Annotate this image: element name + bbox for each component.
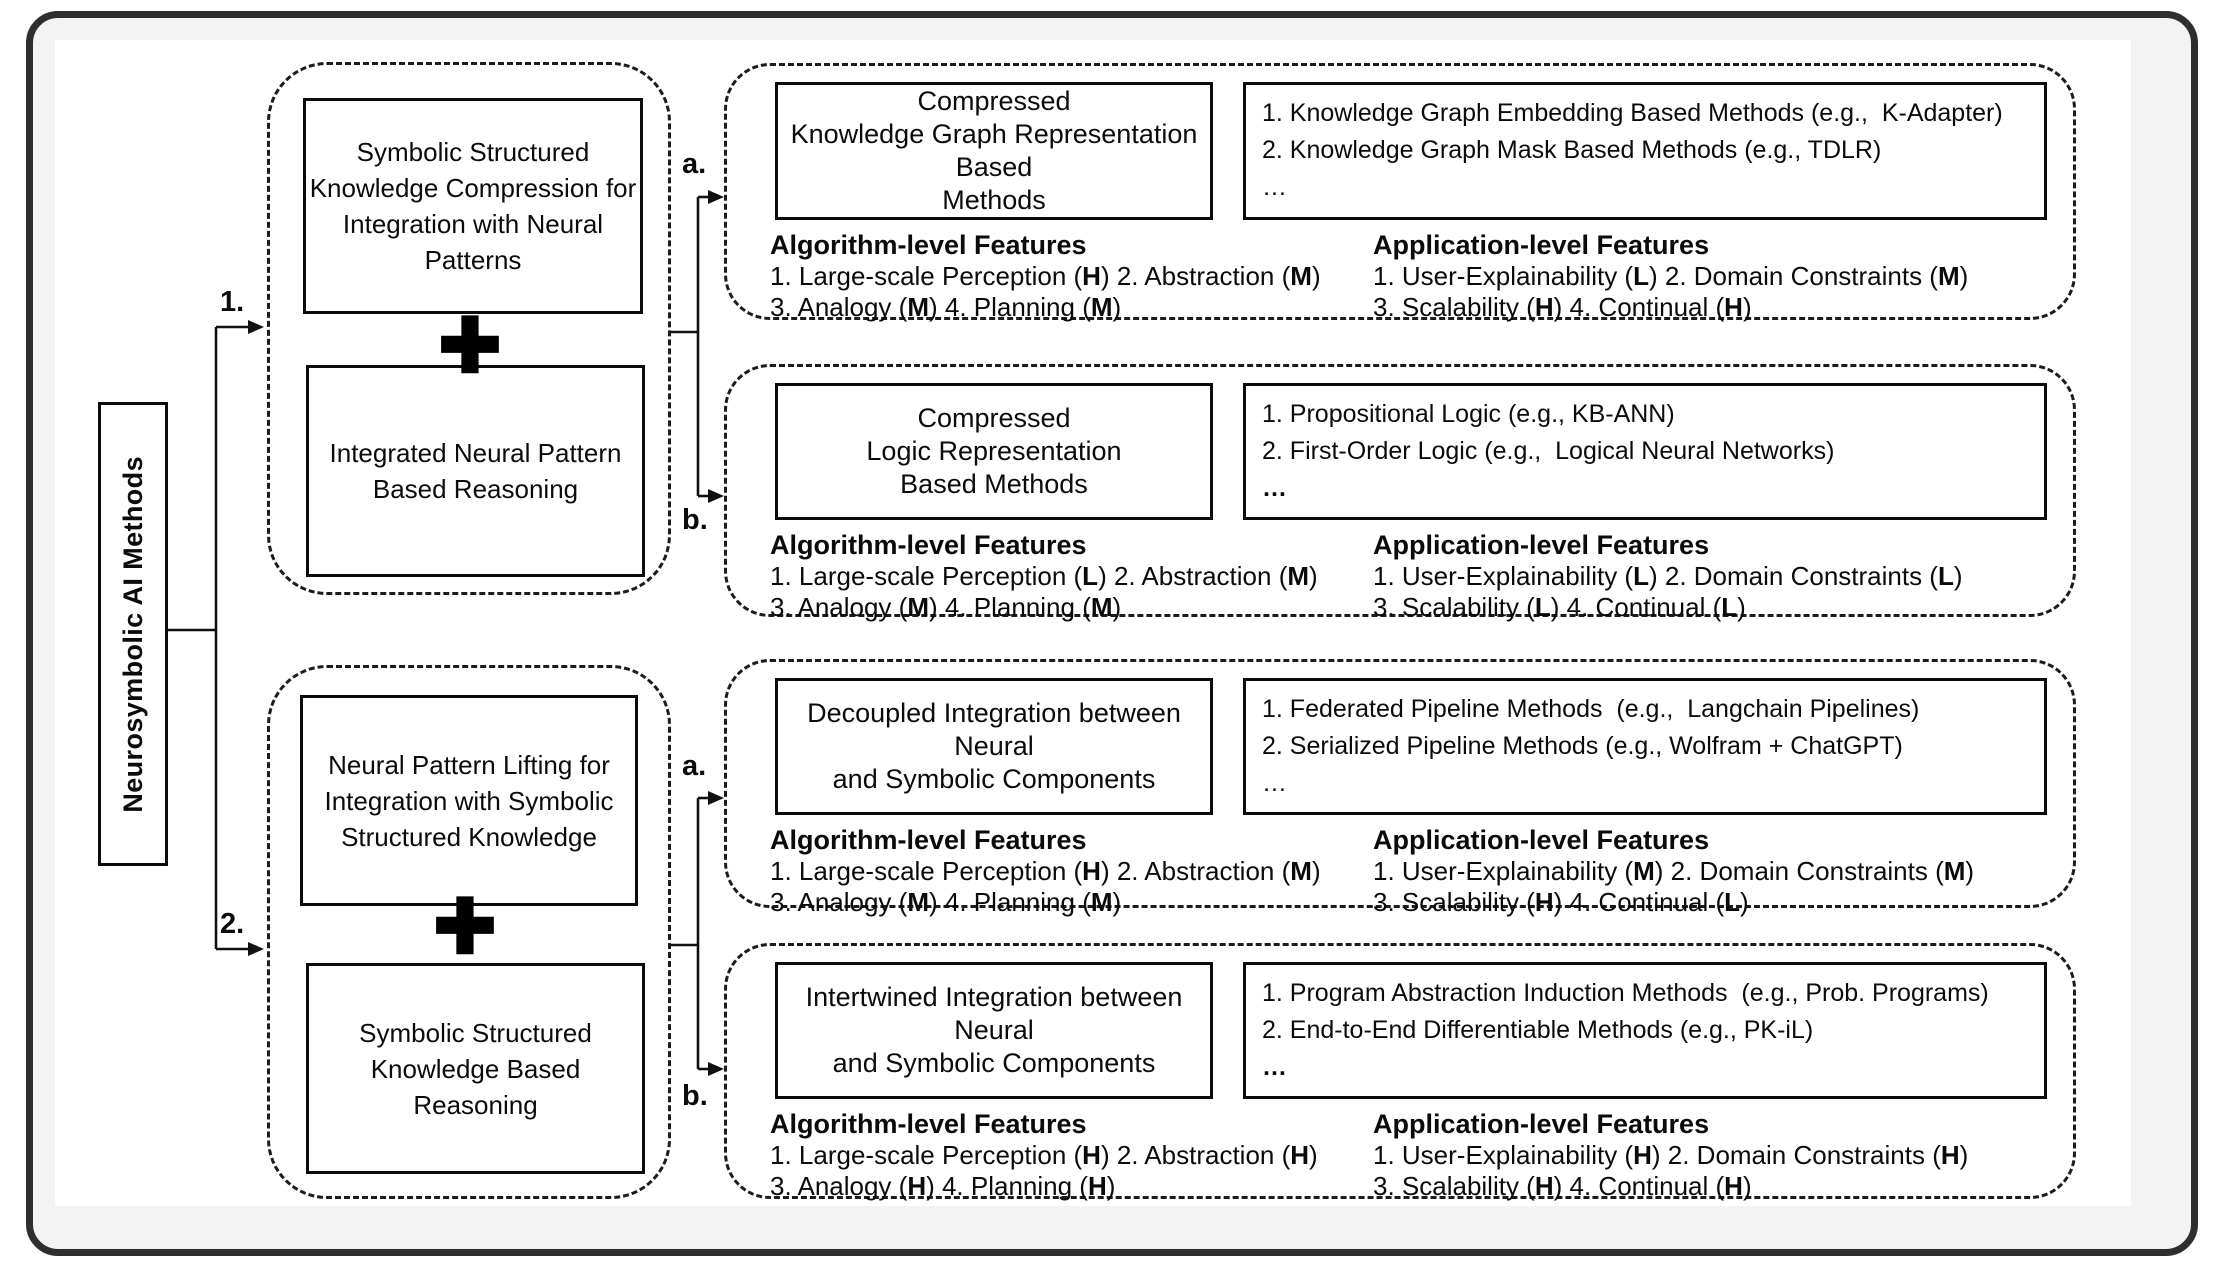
method-title: Compressed Knowledge Graph Representatio… [790, 86, 1198, 215]
method-title-box: Compressed Knowledge Graph Representatio… [775, 82, 1213, 220]
application-features-line: 1. User-Explainability (L) 2. Domain Con… [1373, 561, 1963, 591]
root-label: Neurosymbolic AI Methods [117, 455, 148, 813]
algorithm-features-line: 3. Analogy (H) 4. Planning (H) [770, 1171, 1116, 1201]
method-group-2b: Intertwined Integration between Neural a… [724, 943, 2076, 1202]
method-title-box: Intertwined Integration between Neural a… [775, 962, 1213, 1099]
algorithm-features: Algorithm-level Features 1. Large-scale … [770, 1109, 1373, 1202]
algorithm-features-line: 3. Analogy (M) 4. Planning (M) [770, 592, 1122, 622]
application-features: Application-level Features 1. User-Expla… [1373, 230, 2073, 323]
method-examples: 1. Knowledge Graph Embedding Based Metho… [1262, 99, 2003, 201]
branch-2-label: 2. [220, 908, 245, 940]
branch-1a-label: a. [682, 148, 707, 180]
application-features-heading: Application-level Features [1373, 1109, 1710, 1139]
algorithm-features-heading: Algorithm-level Features [770, 230, 1087, 260]
root-node: Neurosymbolic AI Methods [98, 402, 168, 866]
application-features: Application-level Features 1. User-Expla… [1373, 825, 2073, 918]
application-features: Application-level Features 1. User-Expla… [1373, 1109, 2073, 1202]
algorithm-features: Algorithm-level Features 1. Large-scale … [770, 230, 1373, 323]
algorithm-features-line: 3. Analogy (M) 4. Planning (M) [770, 292, 1122, 322]
application-features-heading: Application-level Features [1373, 825, 1710, 855]
algorithm-features-line: 1. Large-scale Perception (L) 2. Abstrac… [770, 561, 1318, 591]
method-group-2a: Decoupled Integration between Neural and… [724, 659, 2076, 917]
method-group-1b: Compressed Logic Representation Based Me… [724, 364, 2076, 622]
algorithm-features: Algorithm-level Features 1. Large-scale … [770, 530, 1373, 623]
application-features: Application-level Features 1. User-Expla… [1373, 530, 2073, 623]
left-group-2: Neural Pattern Lifting for Integration w… [267, 665, 671, 1199]
application-features-line: 1. User-Explainability (M) 2. Domain Con… [1373, 856, 1975, 886]
left-box-1-top-label: Symbolic Structured Knowledge Compressio… [309, 137, 637, 275]
application-features-line: 3. Scalability (H) 4. Continual (H) [1373, 292, 1752, 322]
algorithm-features-line: 1. Large-scale Perception (H) 2. Abstrac… [770, 856, 1321, 886]
algorithm-features-heading: Algorithm-level Features [770, 530, 1087, 560]
method-examples: 1. Federated Pipeline Methods (e.g., Lan… [1262, 695, 1920, 797]
algorithm-features: Algorithm-level Features 1. Large-scale … [770, 825, 1373, 918]
left-box-1-top: Symbolic Structured Knowledge Compressio… [303, 98, 643, 314]
branch-1-label: 1. [220, 286, 245, 318]
algorithm-features-line: 3. Analogy (M) 4. Planning (M) [770, 887, 1122, 917]
algorithm-features-heading: Algorithm-level Features [770, 825, 1087, 855]
method-examples: 1. Propositional Logic (e.g., KB-ANN) 2.… [1262, 400, 1835, 502]
method-title: Compressed Logic Representation Based Me… [866, 403, 1122, 499]
method-examples-box: 1. Federated Pipeline Methods (e.g., Lan… [1243, 678, 2047, 815]
application-features-line: 3. Scalability (L) 4. Continual (L) [1373, 592, 1746, 622]
plus-icon: ✚ [438, 304, 502, 389]
method-title: Intertwined Integration between Neural a… [805, 982, 1183, 1078]
left-box-2-bottom: Symbolic Structured Knowledge Based Reas… [306, 963, 645, 1174]
application-features-line: 1. User-Explainability (L) 2. Domain Con… [1373, 261, 1969, 291]
left-box-2-bottom-label: Symbolic Structured Knowledge Based Reas… [359, 1017, 592, 1120]
algorithm-features-line: 1. Large-scale Perception (H) 2. Abstrac… [770, 261, 1321, 291]
left-box-2-top-label: Neural Pattern Lifting for Integration w… [324, 749, 614, 852]
application-features-heading: Application-level Features [1373, 530, 1710, 560]
left-box-2-top: Neural Pattern Lifting for Integration w… [300, 695, 638, 906]
left-box-1-bottom: Integrated Neural Pattern Based Reasonin… [306, 365, 645, 577]
left-box-1-bottom-label: Integrated Neural Pattern Based Reasonin… [329, 438, 622, 504]
method-title-box: Compressed Logic Representation Based Me… [775, 383, 1213, 520]
method-title: Decoupled Integration between Neural and… [807, 698, 1181, 794]
method-examples: 1. Program Abstraction Induction Methods… [1262, 979, 1989, 1081]
method-examples-box: 1. Knowledge Graph Embedding Based Metho… [1243, 82, 2047, 220]
application-features-heading: Application-level Features [1373, 230, 1710, 260]
application-features-line: 3. Scalability (H) 4. Continual (L) [1373, 887, 1749, 917]
method-examples-box: 1. Program Abstraction Induction Methods… [1243, 962, 2047, 1099]
left-group-1: Symbolic Structured Knowledge Compressio… [267, 62, 671, 595]
branch-2b-label: b. [682, 1080, 708, 1112]
branch-1b-label: b. [682, 504, 708, 536]
algorithm-features-heading: Algorithm-level Features [770, 1109, 1087, 1139]
method-title-box: Decoupled Integration between Neural and… [775, 678, 1213, 815]
plus-icon: ✚ [433, 885, 497, 970]
algorithm-features-line: 1. Large-scale Perception (H) 2. Abstrac… [770, 1140, 1318, 1170]
application-features-line: 3. Scalability (H) 4. Continual (H) [1373, 1171, 1752, 1201]
method-group-1a: Compressed Knowledge Graph Representatio… [724, 63, 2076, 323]
method-examples-box: 1. Propositional Logic (e.g., KB-ANN) 2.… [1243, 383, 2047, 520]
application-features-line: 1. User-Explainability (H) 2. Domain Con… [1373, 1140, 1969, 1170]
branch-2a-label: a. [682, 750, 707, 782]
